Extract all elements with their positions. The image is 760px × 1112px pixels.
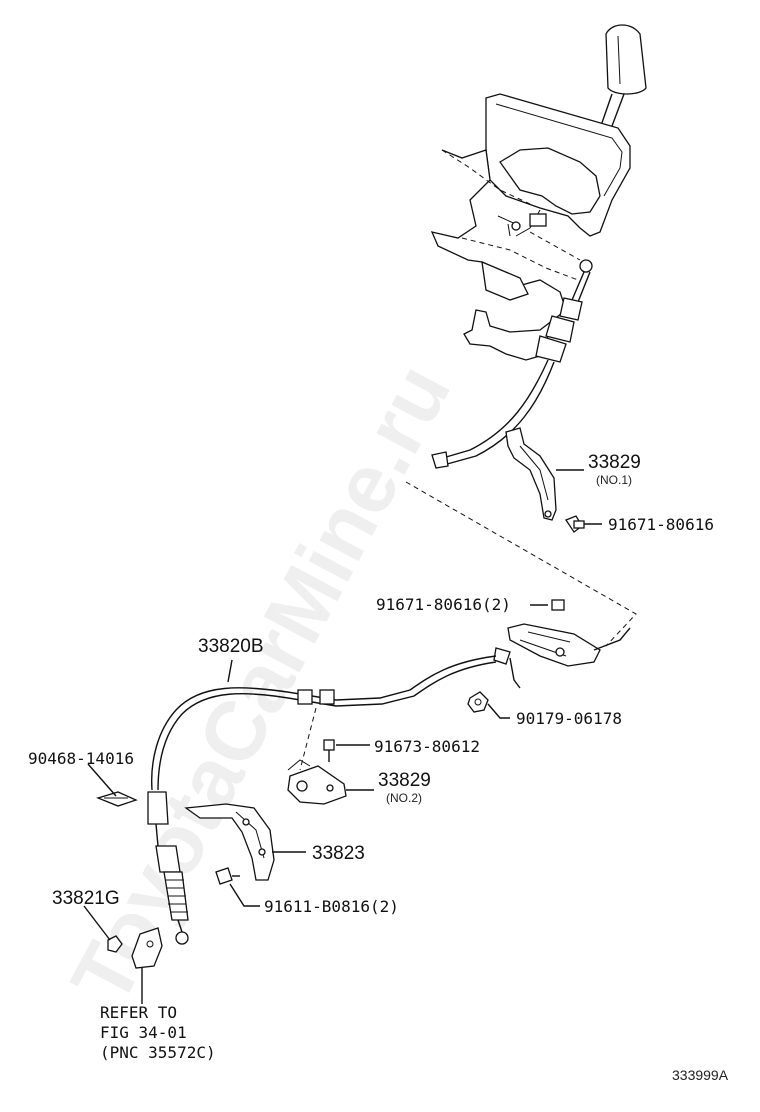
shift-control-cable-33820B [147, 623, 631, 945]
label-91671-80616: 91671-80616 [608, 515, 714, 534]
bolt-91611-B0816 [215, 867, 260, 907]
clip-90468-14016 [87, 763, 138, 807]
reference-line-1: REFER TO [100, 1003, 177, 1022]
label-33829-no1: 33829 [588, 452, 641, 473]
label-91673-80612: 91673-80612 [374, 737, 480, 756]
bolt-91671-80616 [565, 515, 602, 533]
label-91611-B0816: 91611-B0816(2) [264, 897, 399, 916]
shift-lever-assembly [430, 24, 647, 361]
bolt-91671-80616-x2 [530, 599, 565, 611]
reference-line-2: FIG 34-01 [100, 1023, 187, 1042]
figure-code: 333999A [672, 1067, 729, 1083]
dashed-leader-lever [405, 481, 637, 647]
upper-cable-end [431, 259, 593, 469]
label-90179-06178: 90179-06178 [516, 709, 622, 728]
label-33821G: 33821G [52, 888, 120, 909]
bracket-33829-no2 [287, 759, 374, 805]
label-33829-no2: 33829 [378, 770, 431, 791]
dashed-leader-lever-top [529, 231, 581, 261]
label-33823: 33823 [312, 843, 365, 864]
dashed-leader-bracket-no2 [299, 707, 317, 771]
nut-90179-06178 [467, 691, 510, 719]
watermark: ToyotaCarMine.ru [53, 349, 468, 1018]
bracket-33829-no1 [505, 427, 584, 521]
bolt-91673-80612 [323, 739, 370, 762]
bracket-33821G [83, 905, 163, 1004]
label-90468-14016: 90468-14016 [28, 749, 134, 768]
reference-line-3: (PNC 35572C) [100, 1043, 216, 1062]
label-33829-no2-sub: (NO.2) [386, 791, 422, 805]
label-33820B: 33820B [198, 636, 264, 657]
label-33829-no1-sub: (NO.1) [596, 473, 632, 487]
bracket-33823 [184, 803, 306, 881]
label-91671-80616-x2: 91671-80616(2) [376, 595, 511, 614]
